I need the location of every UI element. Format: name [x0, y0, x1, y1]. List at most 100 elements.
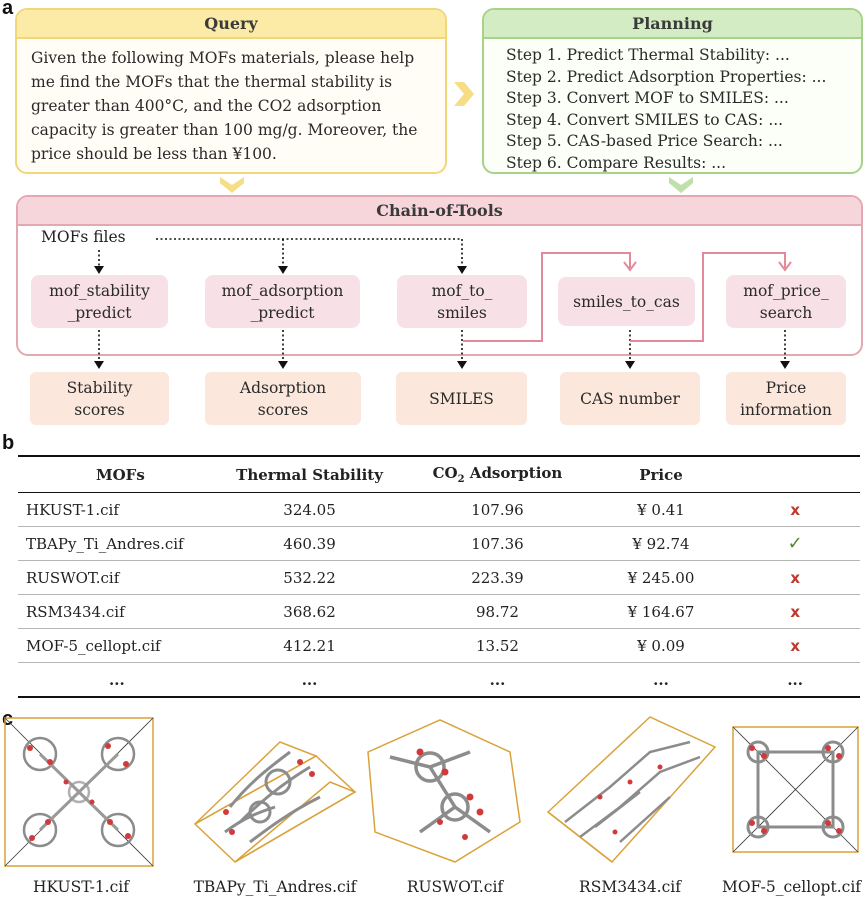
cell-adsorption: 223.39 [403, 560, 592, 595]
tool-mof-to-smiles: mof_to_smiles [397, 275, 527, 328]
cell-stability: 324.05 [215, 492, 404, 527]
caption-structure: HKUST-1.cif [33, 878, 129, 896]
cross-icon: x [790, 568, 800, 587]
cell-result: x [730, 560, 860, 595]
planning-step: Step 4. Convert SMILES to CAS: ... [506, 110, 784, 129]
structure-hkust-1-atoms [22, 736, 136, 848]
cross-icon: x [790, 636, 800, 655]
structure-tbapy [193, 741, 357, 863]
panel-label-b: b [2, 432, 15, 454]
cell-price: ¥ 164.67 [591, 594, 731, 629]
structure-rsm3434 [546, 716, 717, 864]
col-header-price: Price [591, 455, 731, 493]
query-text: Given the following MOFs materials, plea… [31, 49, 418, 163]
table-row-ellipsis: ... ... ... ... ... [18, 662, 860, 698]
output-label: scores [257, 400, 309, 419]
caption-structure: RUSWOT.cif [406, 878, 504, 896]
mofs-files-label: MOFs files [41, 228, 126, 246]
cell-result: x [730, 594, 860, 629]
tool-smiles-to-cas: smiles_to_cas [558, 277, 695, 326]
output-stability-scores: Stability scores [30, 372, 169, 425]
structure-rsm3434-atoms [564, 740, 701, 843]
tool-label: _predict [250, 303, 315, 322]
output-smiles: SMILES [396, 372, 527, 425]
col-header-adsorption: CO2 Adsorption [403, 455, 592, 493]
table-header-row: MOFs Thermal Stability CO2 Adsorption Pr… [18, 455, 860, 493]
structure-tbapy-atoms [224, 750, 321, 844]
planning-steps: Step 1. Predict Thermal Stability: ... S… [484, 39, 861, 172]
cell-ellipsis: ... [730, 662, 860, 698]
cell-price: ¥ 0.41 [591, 492, 731, 527]
table-row: HKUST-1.cif 324.05 107.96 ¥ 0.41 x [18, 492, 860, 527]
cell-adsorption: 107.96 [403, 492, 592, 527]
cell-price: ¥ 92.74 [591, 526, 731, 561]
check-icon: ✓ [787, 533, 803, 554]
table-row: RUSWOT.cif 532.22 223.39 ¥ 245.00 x [18, 560, 860, 595]
cell-mof-name: TBAPy_Ti_Andres.cif [18, 526, 216, 561]
planning-title: Planning [484, 10, 861, 39]
cell-ellipsis: ... [403, 662, 592, 698]
chevron-right-icon [454, 82, 474, 106]
cell-ellipsis: ... [18, 662, 216, 698]
table-row: MOF-5_cellopt.cif 412.21 13.52 ¥ 0.09 x [18, 628, 860, 663]
cell-result: x [730, 492, 860, 527]
planning-step: Step 6. Compare Results: ... [506, 153, 726, 172]
tool-label: smiles [437, 303, 487, 322]
results-table: MOFs Thermal Stability CO2 Adsorption Pr… [18, 455, 860, 698]
structure-ruswot [367, 719, 521, 863]
output-cas-number: CAS number [560, 372, 700, 425]
cell-ellipsis: ... [591, 662, 731, 698]
planning-step: Step 2. Predict Adsorption Properties: .… [506, 67, 827, 86]
cell-mof-name: HKUST-1.cif [18, 492, 216, 527]
tool-label: mof_adsorption [221, 281, 344, 300]
caption-structure: MOF-5_cellopt.cif [721, 878, 862, 896]
output-label: Price [765, 378, 807, 397]
panel-label-c: c [2, 708, 14, 730]
tool-label: search [759, 303, 813, 322]
cross-icon: x [790, 500, 800, 519]
structure-mof-5-atoms [746, 740, 845, 839]
cell-adsorption: 98.72 [403, 594, 592, 629]
structure-ruswot-atoms [389, 750, 492, 834]
cell-stability: 460.39 [215, 526, 404, 561]
panel-label-a: a [2, 0, 14, 19]
tool-mof-stability-predict: mof_stability _predict [31, 275, 168, 328]
planning-step: Step 5. CAS-based Price Search: ... [506, 132, 783, 150]
col-header-result [730, 455, 860, 493]
output-label: scores [74, 400, 125, 419]
planning-step: Step 1. Predict Thermal Stability: ... [506, 46, 790, 64]
cell-ellipsis: ... [215, 662, 404, 698]
output-price-information: Price information [726, 372, 846, 425]
planning-step: Step 3. Convert MOF to SMILES: ... [506, 89, 789, 107]
caption-structure: RSM3434.cif [579, 878, 681, 896]
planning-box: Planning Step 1. Predict Thermal Stabili… [482, 8, 863, 174]
output-label: Stability [66, 378, 133, 397]
chevron-down-icon [669, 177, 693, 193]
tool-label: mof_stability [49, 281, 150, 300]
chain-title: Chain-of-Tools [18, 197, 861, 226]
tool-mof-price-search: mof_price_search [726, 275, 846, 328]
query-box: Query Given the following MOFs materials… [15, 8, 447, 174]
query-title: Query [17, 10, 445, 39]
col-header-stability: Thermal Stability [215, 455, 404, 493]
col-header-mofs: MOFs [18, 455, 216, 493]
cell-adsorption: 13.52 [403, 628, 592, 663]
tool-label: mof_to_ [431, 281, 493, 300]
cell-price: ¥ 0.09 [591, 628, 731, 663]
cell-stability: 368.62 [215, 594, 404, 629]
cell-result: ✓ [730, 526, 860, 561]
table-row: RSM3434.cif 368.62 98.72 ¥ 164.67 x [18, 594, 860, 629]
cell-mof-name: MOF-5_cellopt.cif [18, 628, 216, 663]
table-row: TBAPy_Ti_Andres.cif 460.39 107.36 ¥ 92.7… [18, 526, 860, 561]
cell-stability: 412.21 [215, 628, 404, 663]
crystal-structures [4, 716, 859, 867]
tool-label: mof_price_ [743, 281, 829, 300]
output-label: information [740, 400, 832, 419]
cell-adsorption: 107.36 [403, 526, 592, 561]
caption-structure: TBAPy_Ti_Andres.cif [193, 878, 357, 896]
tool-label: _predict [67, 303, 132, 322]
chain-connectors [94, 238, 792, 369]
output-label: CAS number [580, 389, 680, 408]
tool-label: smiles_to_cas [573, 292, 680, 311]
tool-mof-adsorption-predict: mof_adsorption _predict [205, 275, 360, 328]
